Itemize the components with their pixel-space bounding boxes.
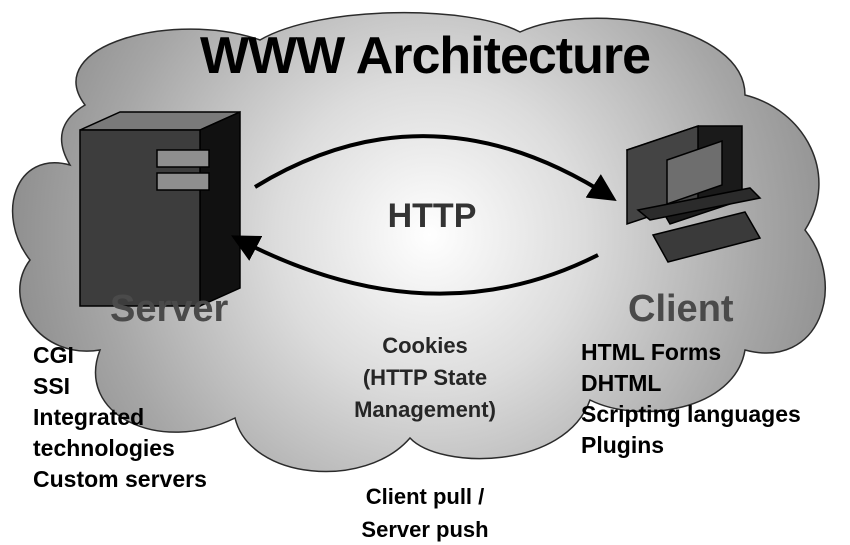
note-line: Server push	[361, 517, 489, 542]
client-label: Client	[628, 288, 734, 330]
diagram-title: WWW Architecture	[199, 27, 651, 85]
cookies-note: Cookies (HTTP State Management)	[300, 330, 550, 426]
client-technologies-list: HTML Forms DHTML Scripting languages Plu…	[581, 337, 801, 461]
note-line: Client pull /	[365, 484, 485, 509]
note-line: Cookies	[382, 333, 468, 358]
server-tower-icon	[79, 110, 241, 308]
pull-push-note: Client pull / Server push	[300, 480, 550, 545]
client-computer-icon	[625, 124, 762, 263]
server-technologies-list: CGI SSI Integrated technologies Custom s…	[33, 340, 207, 495]
list-item: Custom servers	[33, 466, 207, 492]
server-label: Server	[110, 288, 229, 330]
list-item: technologies	[33, 435, 175, 461]
note-line: Management)	[354, 397, 496, 422]
response-arrow-icon	[231, 235, 599, 296]
list-item: SSI	[33, 373, 71, 399]
list-item: CGI	[33, 342, 74, 368]
list-item: HTML Forms	[581, 339, 722, 365]
list-item: Scripting languages	[581, 401, 801, 427]
list-item: DHTML	[581, 370, 662, 396]
list-item: Plugins	[581, 432, 665, 458]
protocol-label: HTTP	[387, 197, 477, 235]
note-line: (HTTP State	[362, 365, 488, 390]
list-item: Integrated	[33, 404, 145, 430]
request-arrow-icon	[253, 134, 617, 202]
